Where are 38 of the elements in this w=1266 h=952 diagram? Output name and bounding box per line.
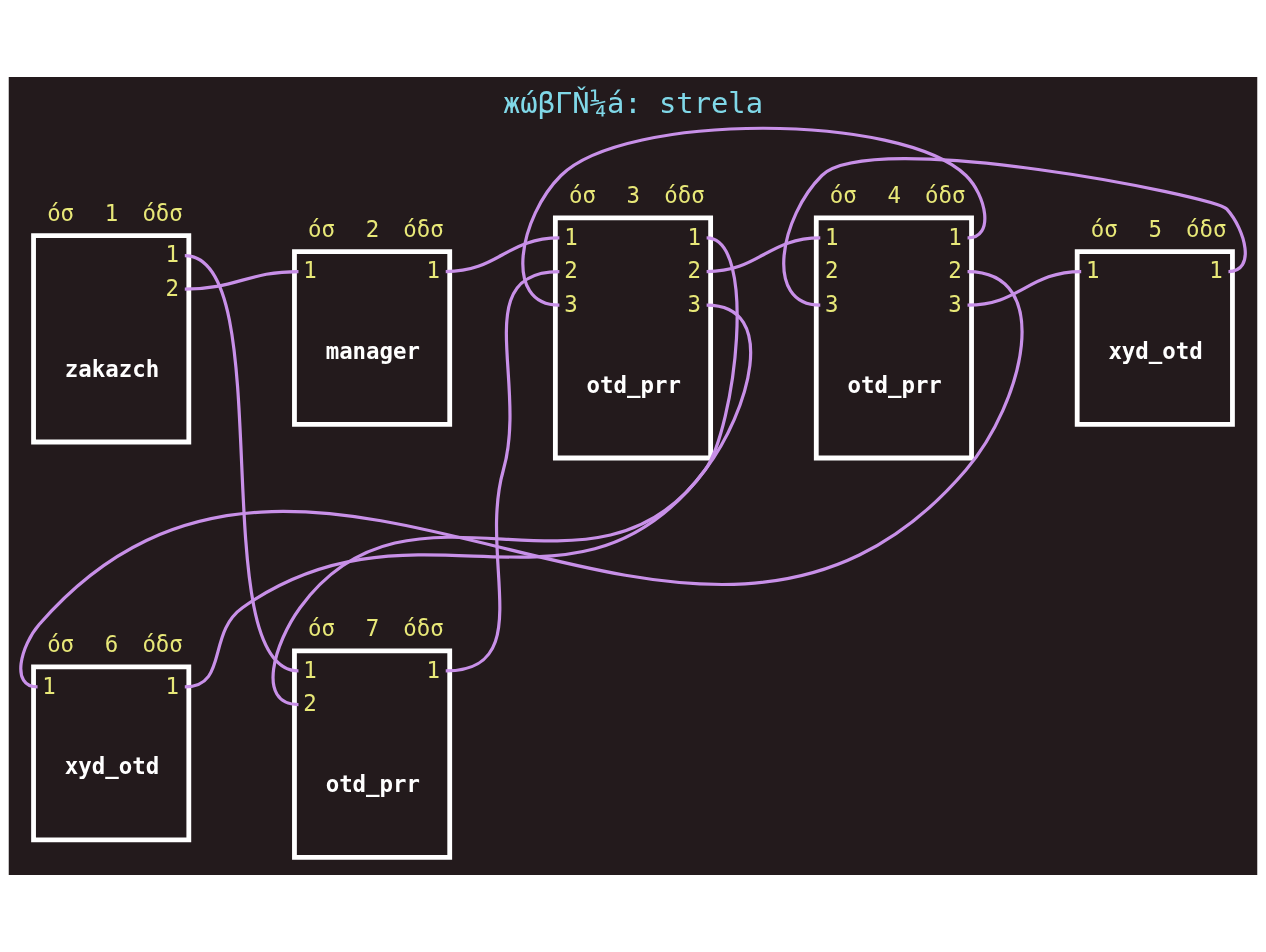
connector [445,269,560,673]
node-box: 1 1 xyd_otd [1074,249,1235,427]
connector [271,236,739,707]
connector [184,303,752,689]
node-box: 1 1 2 otd_prr [292,648,453,860]
node-label: óσ [308,215,336,242]
node-label: óσ [47,199,75,226]
node-box: 1 2 zakazch [31,233,192,445]
node-box: 1 1 2 2 3 3 otd_prr [552,215,714,461]
connector [706,236,821,274]
connector [184,254,300,673]
node-label: óσ [1090,215,1118,242]
connector [521,126,987,307]
node-label: óσ [47,631,75,658]
node-box: 1 1 xyd_otd [31,664,192,843]
node-box: 1 1 2 2 3 3 otd_prr [813,215,974,461]
node-label: óδσ [1186,215,1227,242]
connector [445,236,560,274]
connector [967,269,1082,307]
diagram-title: жώβΓŇ¼á: strela [502,85,764,120]
node-label: óσ [568,182,596,209]
node-label: óσ [308,615,336,642]
connector [184,269,299,291]
node-label: óδσ [925,182,966,209]
node-label: óδσ [403,215,444,242]
node-label: 6 [104,631,119,658]
node-label: óδσ [403,615,444,642]
node-label: 4 [887,182,901,209]
node-label: óδσ [142,199,183,226]
node-label: 5 [1148,215,1162,242]
node-label: óδσ [142,631,183,658]
node-label: 3 [626,182,641,209]
node-label: 7 [365,615,380,642]
node-box: 1 1 manager [292,249,453,427]
node-label: 2 [365,215,380,242]
node-label: 1 [104,199,119,226]
node-label: óσ [829,182,857,209]
node-label: óδσ [664,182,705,209]
